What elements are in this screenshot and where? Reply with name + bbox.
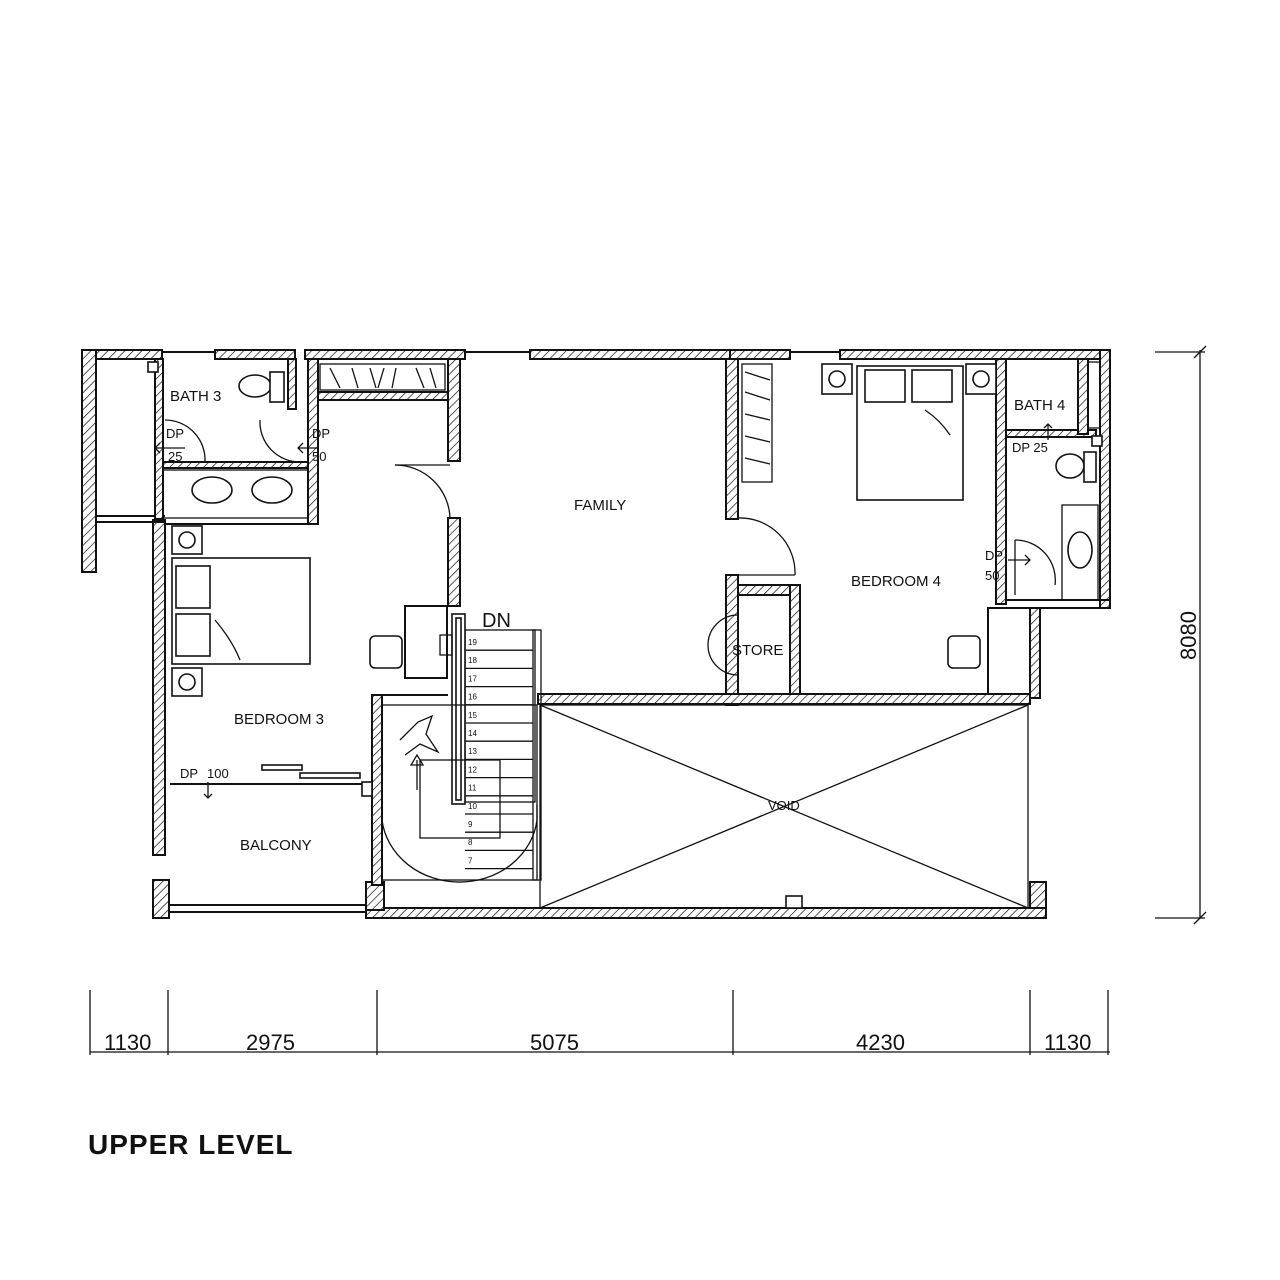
label-bath3: BATH 3 (170, 388, 221, 405)
door-marks: DP 25 DP 50 DP 25 DP 50 DP 100 (154, 423, 1053, 799)
stair-step-number: 9 (468, 820, 473, 829)
dp-mark-bath3-right-value: 50 (312, 449, 326, 464)
stair-step-number: 12 (468, 765, 477, 774)
stair-step-number: 8 (468, 838, 473, 847)
vertical-dimension: 8080 (1155, 345, 1207, 925)
interior-walls (154, 358, 1097, 886)
plan-title: UPPER LEVEL (88, 1129, 293, 1160)
dimension-segment-1: 1130 (104, 1030, 151, 1055)
dp-mark-balcony-value: 100 (207, 766, 229, 781)
dimension-segment-3: 5075 (530, 1030, 579, 1055)
stair-step-number: 15 (468, 711, 477, 720)
label-store: STORE (732, 642, 783, 659)
dp-mark-bath3-left-value: 25 (168, 449, 182, 464)
exterior-walls (81, 349, 1111, 919)
dp-mark-bedroom4-value: 50 (985, 568, 999, 583)
dp-mark-bath4: DP 25 (1012, 440, 1048, 455)
vertical-dimension-value: 8080 (1176, 611, 1201, 660)
room-labels: BATH 3 BATH 4 FAMILY BEDROOM 3 BEDROOM 4… (170, 388, 1065, 854)
dp-mark-bath3-left: DP (166, 426, 184, 441)
dp-mark-balcony: DP (180, 766, 198, 781)
dp-mark-bath3-right: DP (312, 426, 330, 441)
stair-step-number: 16 (468, 693, 477, 702)
dimension-segment-2: 2975 (246, 1030, 295, 1055)
label-balcony: BALCONY (240, 837, 312, 854)
stair-step-number: 19 (468, 638, 477, 647)
dimension-segment-4: 4230 (856, 1030, 905, 1055)
doors (164, 419, 1056, 785)
dp-mark-bedroom4: DP (985, 548, 1003, 563)
stair-step-number: 10 (468, 802, 477, 811)
label-family: FAMILY (574, 497, 626, 514)
stair-step-number: 7 (468, 856, 473, 865)
stair-step-number: 18 (468, 656, 477, 665)
stair-step-number: 11 (468, 784, 477, 793)
label-bedroom4: BEDROOM 4 (851, 573, 941, 590)
stair-step-number: 13 (468, 747, 477, 756)
label-bedroom3: BEDROOM 3 (234, 711, 324, 728)
fixtures (147, 361, 1103, 697)
stair-down-label: DN (482, 610, 511, 632)
label-void: VOID (768, 798, 800, 813)
dimension-segment-5: 1130 (1044, 1030, 1091, 1055)
stair-step-number: 14 (468, 729, 477, 738)
stair-step-number: 17 (468, 674, 477, 683)
staircase: 19 18 17 16 15 14 13 12 11 10 9 8 7 (361, 613, 542, 883)
void-area (539, 704, 1029, 909)
horizontal-dimensions: 1130 2975 5075 4230 1130 (89, 990, 1110, 1055)
wardrobe-hangers (329, 367, 437, 389)
label-bath4: BATH 4 (1014, 397, 1065, 414)
